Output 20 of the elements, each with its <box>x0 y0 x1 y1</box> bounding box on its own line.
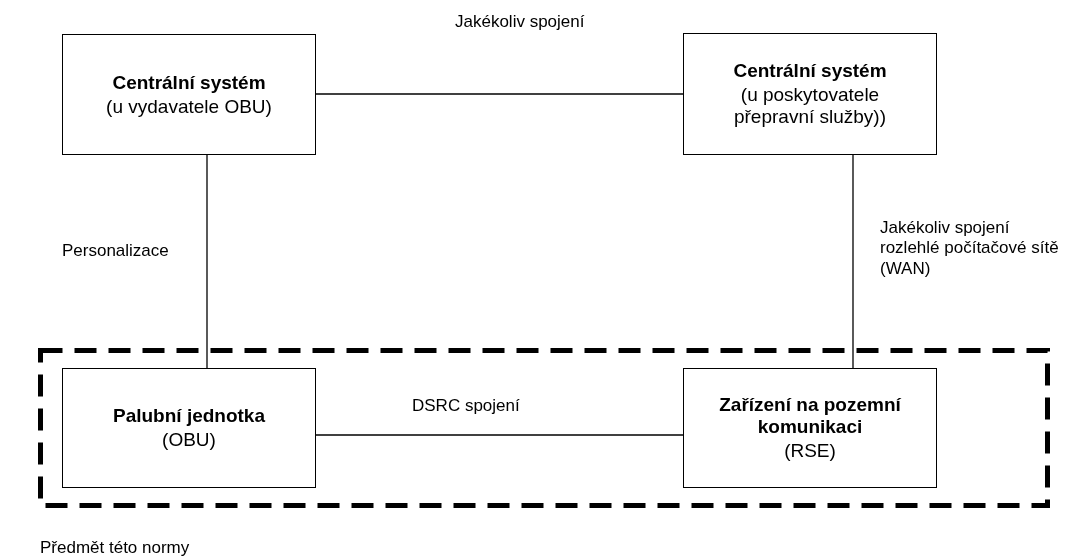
box-title: Centrální systém <box>112 71 266 94</box>
edge-label: Jakékoliv spojení <box>455 12 585 33</box>
connector-line <box>852 154 854 369</box>
box-subtitle: (OBU) <box>162 429 216 451</box>
process-box <box>62 368 316 488</box>
scope-boundary <box>38 348 1050 508</box>
box-subtitle: (u poskytovatele přepravní služby)) <box>732 84 888 128</box>
box-subtitle: (u vydavatele OBU) <box>106 95 272 118</box>
node-label: Předmět této normy <box>40 538 190 558</box>
edge-label: DSRC spojení <box>412 396 520 417</box>
box-title: Centrální systém <box>733 60 887 82</box>
process-box <box>683 33 937 155</box>
connector-line <box>315 93 684 95</box>
connector-line <box>206 154 208 369</box>
connector-line <box>315 434 684 436</box>
box-title: Palubní jednotka <box>113 405 265 427</box>
process-box <box>683 368 937 488</box>
box-title: Zařízení na pozemní komunikaci <box>718 394 902 438</box>
box-subtitle: (RSE) <box>784 440 836 462</box>
process-box <box>62 34 316 155</box>
